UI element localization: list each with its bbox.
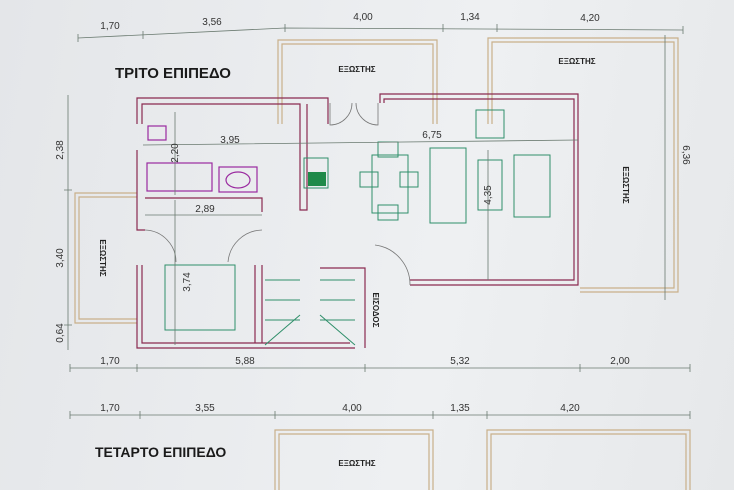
dim-bottom-4: 2,00 <box>610 356 630 367</box>
dim-left-3: 0,64 <box>55 323 66 343</box>
dim-top-3: 4,00 <box>353 12 373 23</box>
dim-top-1: 1,70 <box>100 21 120 32</box>
level-4-title: ΤΕΤΑΡΤΟ ΕΠΙΠΕΔΟ <box>95 444 226 460</box>
dim-right: 6,36 <box>680 145 691 165</box>
dim-l4-top-2: 3,55 <box>195 403 215 414</box>
staircase-icon <box>264 279 356 346</box>
dim-bath-depth: 2,20 <box>170 143 181 163</box>
top-dimension-line: 1,70 3,56 4,00 1,34 4,20 <box>77 12 684 42</box>
dim-bottom-3: 5,32 <box>450 356 470 367</box>
dim-bath-width: 3,95 <box>220 135 240 146</box>
balcony-label-top-left: ΕΞΩΣΤΗΣ <box>338 65 375 74</box>
l4-balcony-label: ΕΞΩΣΤΗΣ <box>338 459 375 468</box>
balcony-label-left: ΕΞΩΣΤΗΣ <box>98 239 107 276</box>
chair-icon <box>475 109 505 139</box>
dim-living-depth: 4,35 <box>483 185 494 205</box>
dining-table-icon <box>371 154 409 214</box>
dim-bottom-2: 5,88 <box>235 356 255 367</box>
armchair-icon <box>513 154 551 218</box>
sofa-icon <box>429 147 467 224</box>
bed-icon <box>164 264 236 331</box>
sink-icon <box>218 166 258 193</box>
dim-top-2: 3,56 <box>202 17 222 28</box>
balcony-label-top-right: ΕΞΩΣΤΗΣ <box>558 57 595 66</box>
coffee-table-icon <box>477 159 503 211</box>
dim-left-1: 2,38 <box>55 140 66 160</box>
dim-bedroom-depth: 3,74 <box>182 272 193 292</box>
bottom-dimension-line: 1,70 5,88 5,32 2,00 <box>69 356 691 372</box>
dim-top-5: 4,20 <box>580 13 600 24</box>
kitchen-sink-icon <box>303 157 329 189</box>
balconies: ΕΞΩΣΤΗΣ ΕΞΩΣΤΗΣ ΕΞΩΣΤΗΣ ΕΞΩΣΤΗΣ <box>74 37 679 324</box>
bathtub-icon <box>146 162 213 192</box>
dim-bottom-1: 1,70 <box>100 356 120 367</box>
walls <box>136 93 579 349</box>
fixtures <box>146 109 551 346</box>
level-3-title: ΤΡΙΤΟ ΕΠΙΠΕΔΟ <box>115 65 231 82</box>
level-4-plan: 1,70 3,55 4,00 1,35 4,20 ΤΕΤΑΡΤΟ ΕΠΙΠΕΔΟ… <box>69 403 691 490</box>
dim-left-2: 3,40 <box>55 248 66 268</box>
balcony-label-right: ΕΞΩΣΤΗΣ <box>621 166 630 203</box>
dim-l4-top-1: 1,70 <box>100 403 120 414</box>
dim-top-4: 1,34 <box>460 12 480 23</box>
side-dimensions: 2,38 3,40 0,64 6,36 <box>55 35 691 350</box>
entrance-label: ΕΙΣΟΔΟΣ <box>371 293 380 328</box>
inner-dimensions: 3,95 6,75 2,20 2,89 3,74 4,35 ΕΙΣΟΔΟΣ <box>142 112 579 345</box>
dim-l4-top-3: 4,00 <box>342 403 362 414</box>
doors <box>144 102 411 286</box>
dim-l4-top-4: 1,35 <box>450 403 470 414</box>
dim-l4-top-5: 4,20 <box>560 403 580 414</box>
toilet-icon <box>147 125 167 141</box>
dim-hall-width: 2,89 <box>195 204 215 215</box>
dim-living-width: 6,75 <box>422 130 442 141</box>
